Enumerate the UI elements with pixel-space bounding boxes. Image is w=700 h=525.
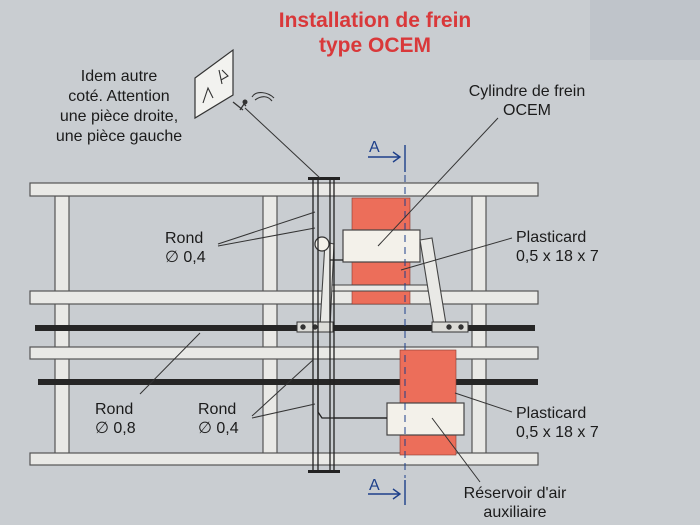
idem-line-1: Idem autre xyxy=(80,68,158,85)
bracket-detail-sketch xyxy=(194,48,275,120)
linkage-bar xyxy=(329,284,429,292)
reservoir-line-1: Réservoir d'air xyxy=(463,485,567,502)
plasticard-top-label: Plasticard 0,5 x 18 x 7 xyxy=(516,228,599,266)
rond-04-line-2: ∅ 0,4 xyxy=(198,420,239,437)
plasticard-bottom-label: Plasticard 0,5 x 18 x 7 xyxy=(516,404,599,442)
rond-top-label: Rond ∅ 0,4 xyxy=(165,229,206,267)
idem-line-2: coté. Attention xyxy=(68,88,170,105)
cylindre-line-1: Cylindre de frein xyxy=(468,83,586,100)
reservoir-label: Réservoir d'air auxiliaire xyxy=(440,484,590,522)
diagram-title: Installation de frein type OCEM xyxy=(215,8,535,58)
title-line-1: Installation de frein xyxy=(278,9,472,32)
cylindre-line-2: OCEM xyxy=(503,102,551,119)
rond-04-label: Rond ∅ 0,4 xyxy=(198,400,239,438)
plasticard-top-line-1: Plasticard xyxy=(516,229,587,246)
section-a-bottom-label: A xyxy=(369,477,380,494)
cylindre-label: Cylindre de frein OCEM xyxy=(452,82,602,120)
idem-line-4: une pièce gauche xyxy=(55,128,183,145)
vertical-brake-rods xyxy=(312,180,387,472)
rond-04-line-1: Rond xyxy=(198,401,237,418)
rod-caps xyxy=(308,177,340,473)
idem-line-3: une pièce droite, xyxy=(59,108,179,125)
plasticard-bottom-line-2: 0,5 x 18 x 7 xyxy=(516,424,599,441)
section-line-a xyxy=(368,145,406,505)
title-line-2: type OCEM xyxy=(318,34,431,57)
air-reservoir xyxy=(386,402,465,436)
plasticard-top-line-2: 0,5 x 18 x 7 xyxy=(516,248,599,265)
section-a-top-label: A xyxy=(369,139,380,156)
rond-08-line-2: ∅ 0,8 xyxy=(95,420,136,437)
leader-lines xyxy=(139,107,513,483)
reservoir-line-2: auxiliaire xyxy=(483,504,547,521)
pivot-plates xyxy=(296,321,469,333)
plasticard-bottom-line-1: Plasticard xyxy=(516,405,587,422)
rond-top-line-2: ∅ 0,4 xyxy=(165,249,206,266)
cylinder-pivot xyxy=(314,236,330,252)
rond-08-label: Rond ∅ 0,8 xyxy=(95,400,136,438)
dark-rods xyxy=(35,325,538,385)
rond-08-line-1: Rond xyxy=(95,401,134,418)
brake-cylinder xyxy=(342,229,421,263)
idem-label: Idem autre coté. Attention une pièce dro… xyxy=(44,67,194,147)
rond-top-line-1: Rond xyxy=(165,230,204,247)
